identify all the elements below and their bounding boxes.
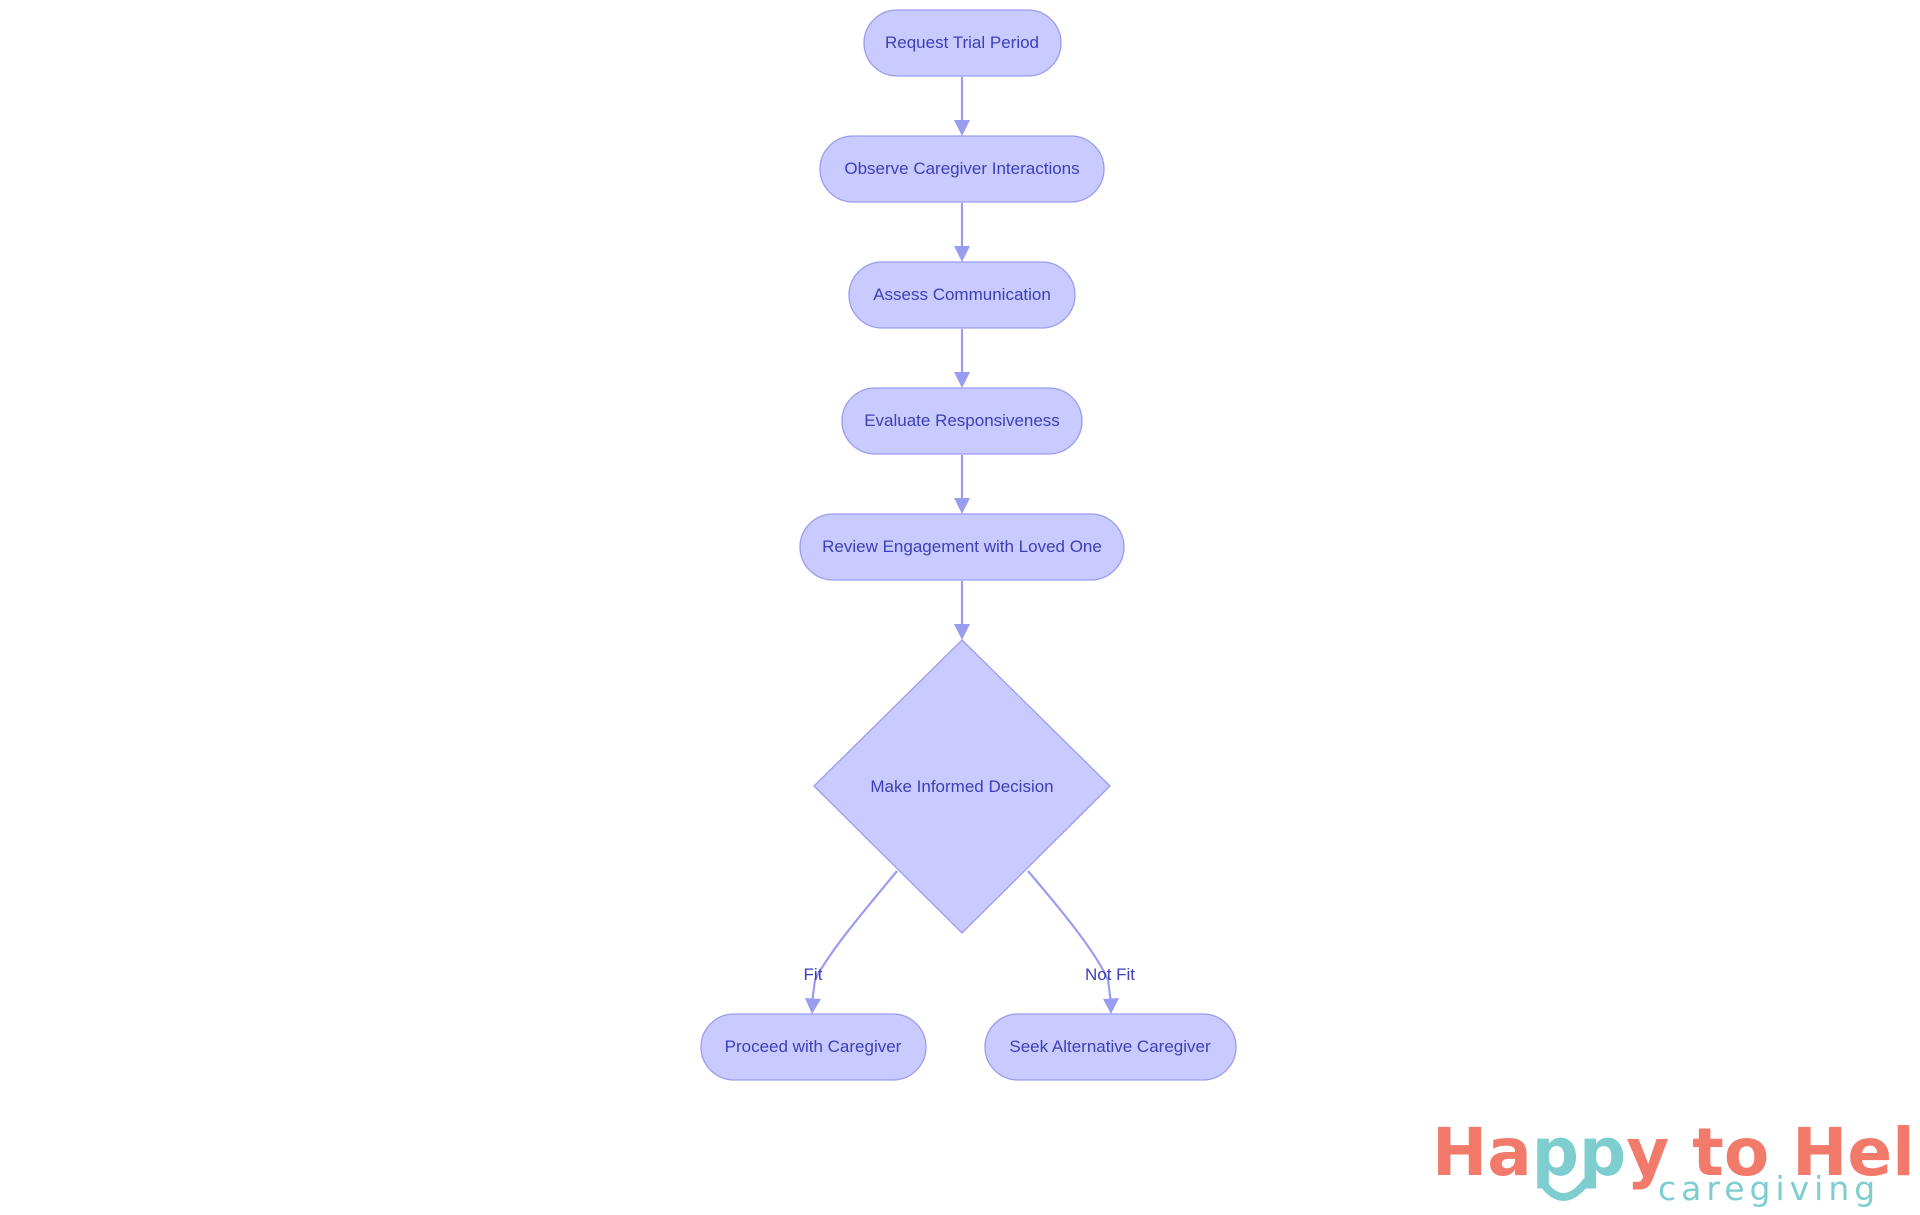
logo-part-ha: Ha bbox=[1432, 1114, 1532, 1191]
logo-part-y: y bbox=[1626, 1114, 1669, 1191]
node-make-informed-decision[interactable]: Make Informed Decision bbox=[813, 639, 1111, 934]
edge-review-to-decision bbox=[954, 581, 970, 640]
edge-decision-to-proceed bbox=[805, 870, 898, 1014]
node-review-engagement[interactable]: Review Engagement with Loved One bbox=[799, 513, 1125, 581]
logo-part-to-help: to Help bbox=[1669, 1114, 1920, 1191]
node-request-trial-period[interactable]: Request Trial Period bbox=[863, 9, 1062, 77]
node-evaluate-responsiveness[interactable]: Evaluate Responsiveness bbox=[841, 387, 1083, 455]
nodes: Request Trial Period Observe Caregiver I… bbox=[700, 9, 1237, 1081]
edge-label-not-fit: Not Fit bbox=[1085, 965, 1135, 984]
node-label: Observe Caregiver Interactions bbox=[844, 159, 1079, 178]
edge-evaluate-to-review bbox=[954, 455, 970, 514]
node-seek-alternative-caregiver[interactable]: Seek Alternative Caregiver bbox=[984, 1013, 1237, 1081]
node-label: Make Informed Decision bbox=[870, 777, 1053, 796]
logo-subtitle: caregiving bbox=[1658, 1169, 1880, 1208]
edge-decision-to-seek bbox=[1027, 870, 1119, 1014]
node-label: Review Engagement with Loved One bbox=[822, 537, 1102, 556]
node-label: Assess Communication bbox=[873, 285, 1051, 304]
edge-request-to-observe bbox=[954, 77, 970, 136]
node-label: Proceed with Caregiver bbox=[725, 1037, 902, 1056]
edge-label-fit: Fit bbox=[804, 965, 823, 984]
node-proceed-with-caregiver[interactable]: Proceed with Caregiver bbox=[700, 1013, 927, 1081]
edges bbox=[805, 77, 1119, 1014]
node-assess-communication[interactable]: Assess Communication bbox=[848, 261, 1076, 329]
logo-wordmark: Happy to Help bbox=[1432, 1114, 1920, 1191]
node-observe-caregiver-interactions[interactable]: Observe Caregiver Interactions bbox=[819, 135, 1105, 203]
logo-part-pp: pp bbox=[1532, 1114, 1627, 1191]
edge-observe-to-assess bbox=[954, 203, 970, 262]
edge-labels: Fit Not Fit bbox=[804, 965, 1136, 984]
node-label: Request Trial Period bbox=[885, 33, 1039, 52]
edge-assess-to-evaluate bbox=[954, 329, 970, 388]
node-label: Seek Alternative Caregiver bbox=[1009, 1037, 1211, 1056]
node-label: Evaluate Responsiveness bbox=[864, 411, 1060, 430]
happy-to-help-logo: Happy to Help caregiving bbox=[1432, 1114, 1920, 1208]
logo-smile-icon bbox=[1538, 1178, 1590, 1201]
